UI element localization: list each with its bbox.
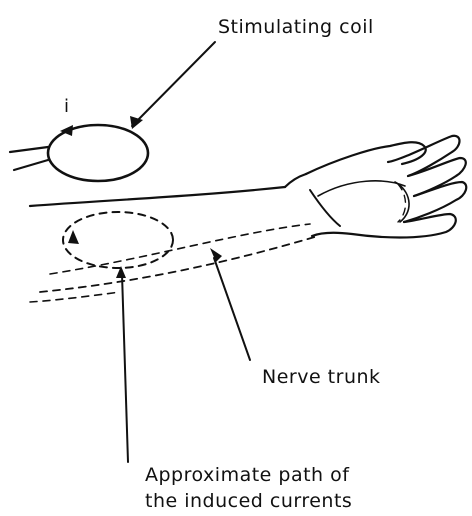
nerve-leader-line <box>214 258 250 360</box>
nerve-leader-arrowhead <box>210 248 222 262</box>
current-direction-arrowhead <box>68 230 79 244</box>
nerve-trunk-label: Nerve trunk <box>262 368 381 387</box>
current-path-label-line2: the induced currents <box>145 492 352 511</box>
stimulating-coil-label: Stimulating coil <box>218 18 374 37</box>
stimulating-coil <box>10 125 148 181</box>
current-path-leader-line <box>122 274 128 462</box>
induced-current-loop <box>63 212 173 268</box>
arm-outline <box>30 136 466 302</box>
current-symbol-label: i <box>64 98 70 116</box>
coil-leader-line <box>132 42 215 126</box>
current-path-label-line1: Approximate path of <box>145 466 349 485</box>
leader-lines <box>116 42 250 462</box>
